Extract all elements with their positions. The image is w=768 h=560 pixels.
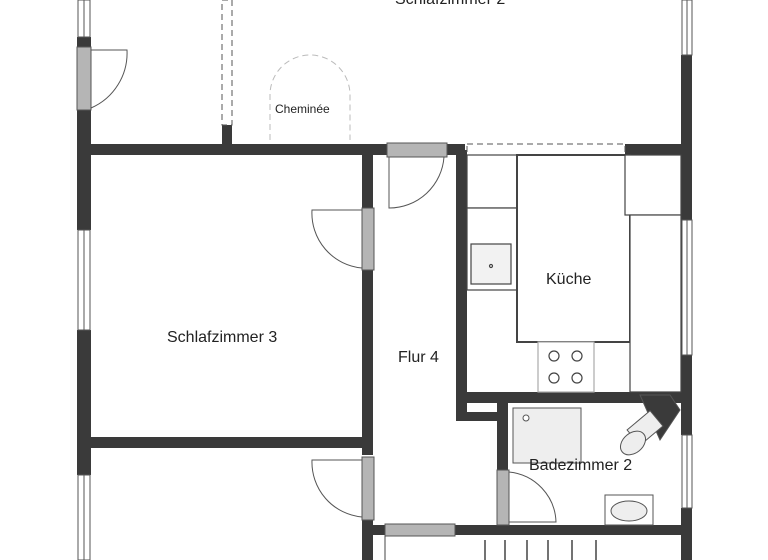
- stairs: [384, 536, 597, 560]
- room-label-badezimmer-2: Badezimmer 2: [529, 457, 633, 474]
- room-label-flur-4: Flur 4: [398, 349, 439, 366]
- door-swings: [90, 49, 557, 523]
- bath-fixtures: [512, 394, 681, 526]
- room-label-schlafzimmer-2: Schlafzimmer 2: [395, 0, 505, 9]
- room-label-kueche: Küche: [546, 271, 592, 288]
- dashed-openings: [221, 0, 626, 156]
- door-frames: [76, 46, 510, 537]
- room-label-cheminee: Cheminée: [275, 102, 330, 116]
- windows: [77, 0, 693, 560]
- kitchen-fixtures: [466, 154, 682, 393]
- room-label-schlafzimmer-3: Schlafzimmer 3: [167, 329, 278, 346]
- walls: [77, 37, 692, 560]
